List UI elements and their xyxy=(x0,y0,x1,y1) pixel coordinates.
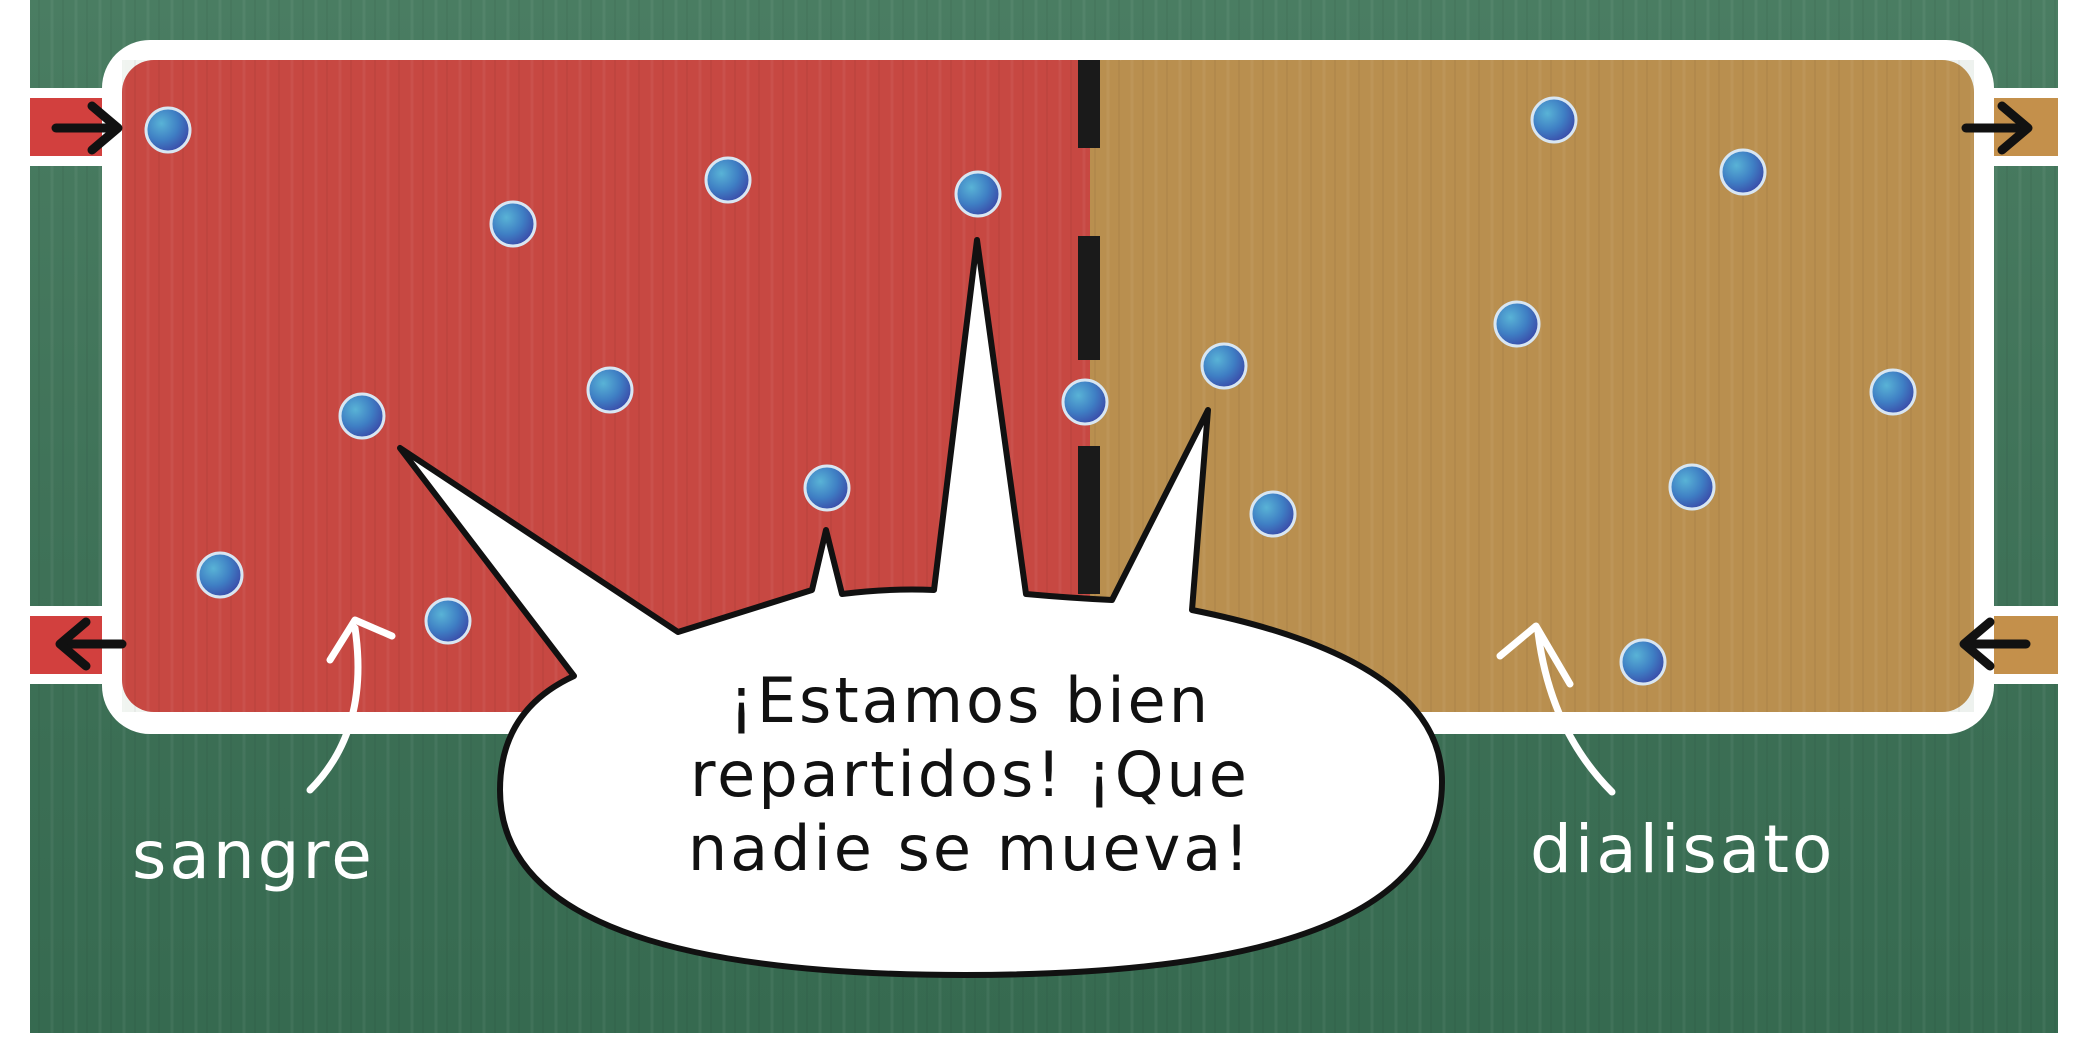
particle-dialysate xyxy=(1619,638,1667,686)
particle-membrane xyxy=(1061,378,1109,426)
particle-blood xyxy=(489,200,537,248)
speech-bubble xyxy=(397,237,1445,978)
speech-line-1: ¡Estamos bien xyxy=(729,664,1211,737)
arrow-right-icon xyxy=(1961,101,2033,155)
particle-dialysate xyxy=(1869,368,1917,416)
particle-dialysate xyxy=(1530,96,1578,144)
particles xyxy=(144,96,1917,686)
speech-line-2: repartidos! ¡Que xyxy=(690,738,1250,811)
particle-blood xyxy=(954,170,1002,218)
particle-blood xyxy=(196,551,244,599)
speech-line-3: nadie se mueva! xyxy=(688,812,1252,885)
particle-dialysate xyxy=(1200,342,1248,390)
particle-blood xyxy=(803,464,851,512)
dialysate-label: dialisato xyxy=(1530,811,1835,888)
particle-dialysate xyxy=(1249,490,1297,538)
dialyzer-chamber xyxy=(102,40,1994,734)
particle-blood xyxy=(586,366,634,414)
particle-blood xyxy=(338,392,386,440)
label-pointers xyxy=(306,616,1616,796)
arrow-left-icon xyxy=(1959,617,2031,671)
blood-label: sangre xyxy=(132,817,375,894)
particle-dialysate xyxy=(1493,300,1541,348)
semipermeable-membrane xyxy=(1078,60,1100,594)
particle-dialysate xyxy=(1719,148,1767,196)
particle-dialysate xyxy=(1668,463,1716,511)
arrow-right-icon xyxy=(51,101,123,155)
particle-blood xyxy=(704,156,752,204)
particle-blood xyxy=(424,597,472,645)
particle-blood xyxy=(144,106,192,154)
arrow-left-icon xyxy=(55,617,127,671)
